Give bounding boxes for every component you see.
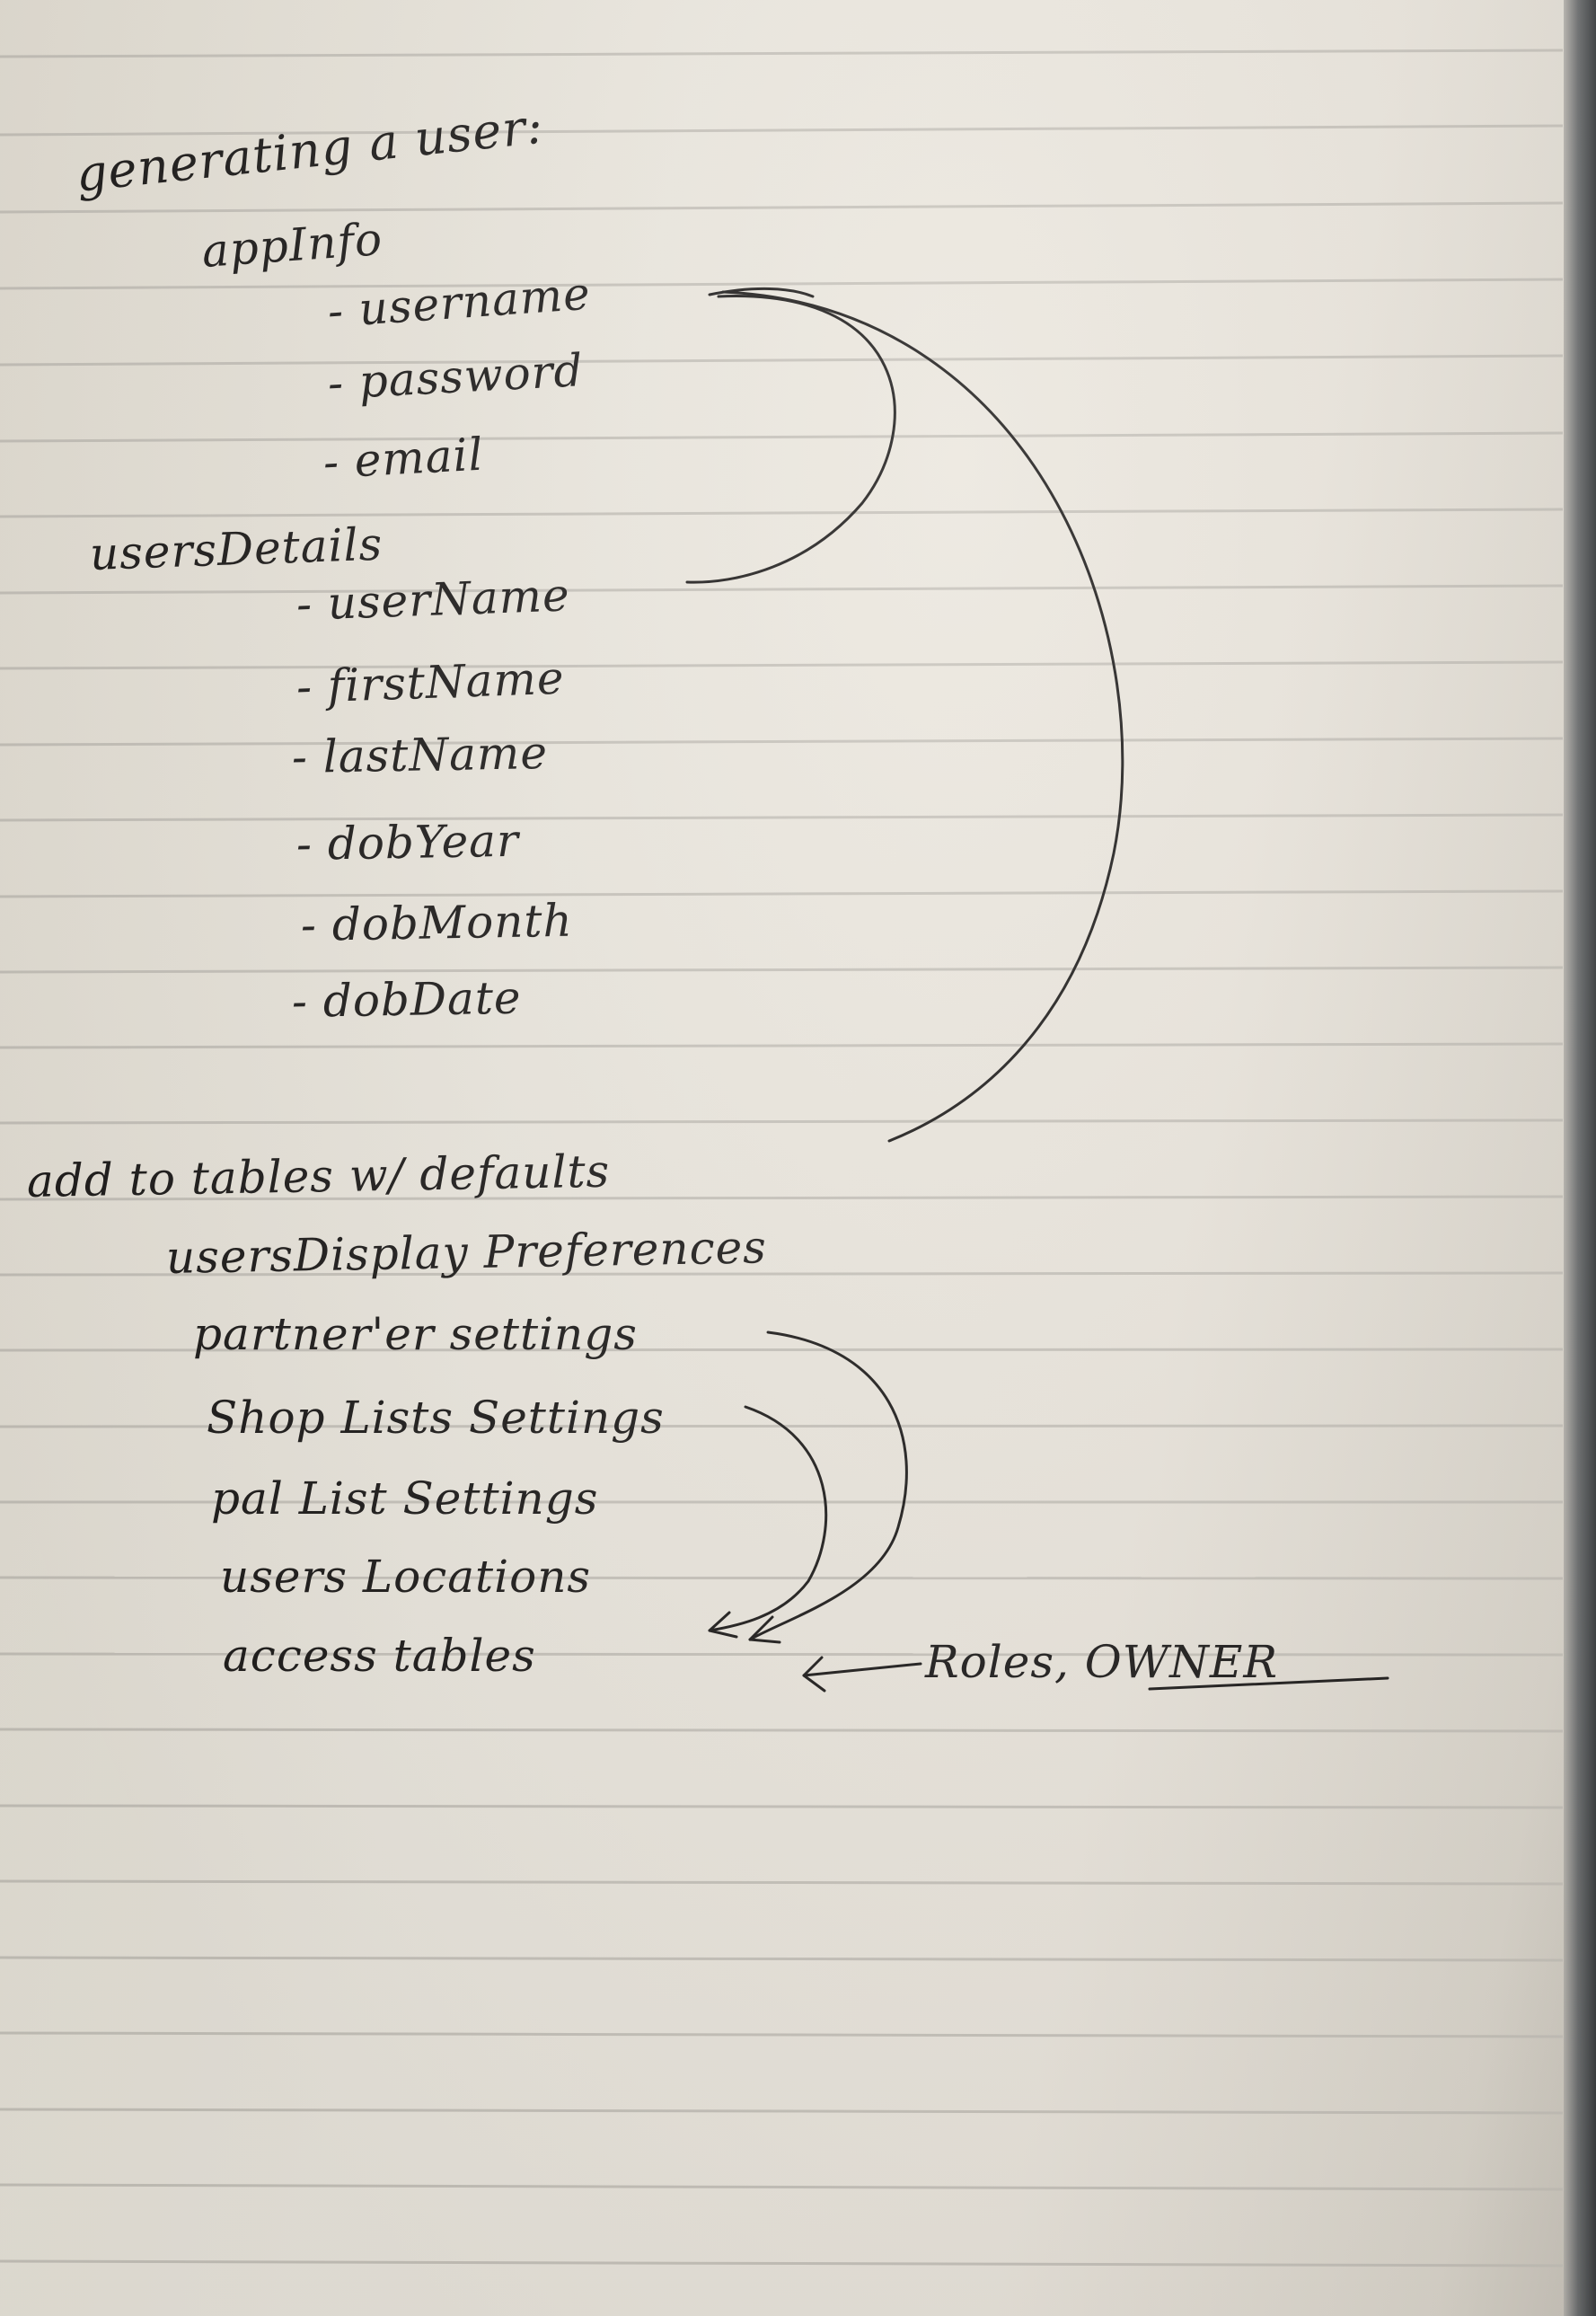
users-details-field-username: - userName bbox=[295, 569, 571, 631]
defaults-table-users-display-preferences: usersDisplay Preferences bbox=[165, 1221, 768, 1284]
app-info-field-password: - password bbox=[326, 344, 585, 410]
users-details-field-dobyear: - dobYear bbox=[295, 814, 520, 871]
defaults-table-partner-settings: partner'er settings bbox=[193, 1308, 638, 1360]
defaults-table-pal-list-settings: pal List Settings bbox=[211, 1472, 599, 1525]
page-edge-shadow bbox=[1564, 0, 1596, 2316]
app-info-label: appInfo bbox=[199, 213, 384, 278]
users-details-field-dobdate: - dobDate bbox=[291, 971, 522, 1028]
defaults-table-shop-lists-settings: Shop Lists Settings bbox=[207, 1392, 665, 1444]
defaults-table-users-locations: users Locations bbox=[220, 1551, 592, 1603]
app-info-field-email: - email bbox=[322, 428, 485, 489]
defaults-heading: add to tables w/ defaults bbox=[26, 1145, 611, 1207]
roles-owner-annotation: Roles, OWNER bbox=[925, 1636, 1279, 1688]
users-details-field-dobmonth: - dobMonth bbox=[300, 894, 574, 951]
users-details-label: usersDetails bbox=[88, 517, 384, 580]
users-details-field-lastname: - lastName bbox=[291, 727, 549, 783]
users-details-field-firstname: - firstName bbox=[295, 651, 566, 713]
defaults-table-access-tables: access tables bbox=[223, 1630, 536, 1682]
